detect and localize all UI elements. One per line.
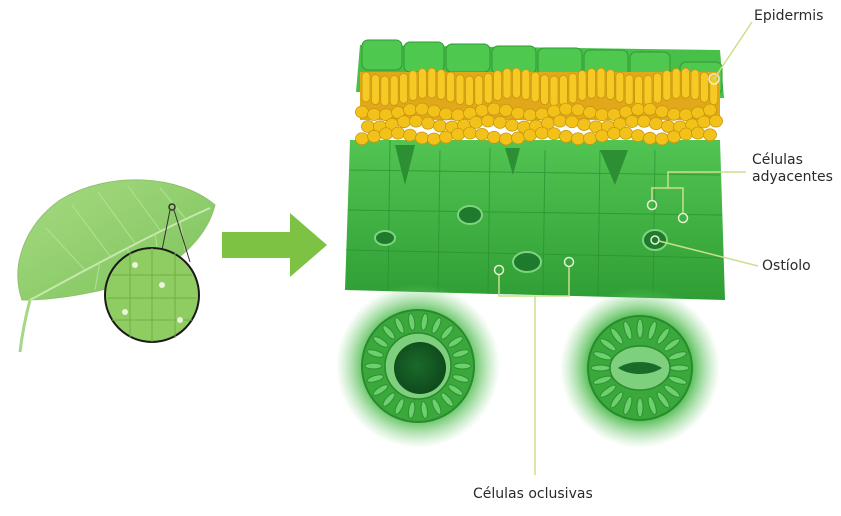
stoma-closed: [560, 288, 720, 448]
label-celulas-adyacentes: Células adyacentes: [752, 152, 833, 186]
arrow-icon: [222, 213, 327, 277]
label-celulas-oclusivas: Células oclusivas: [473, 486, 593, 503]
stoma-open: [336, 284, 500, 448]
label-adyacentes-line2: adyacentes: [752, 169, 833, 186]
label-ostiolo: Ostíolo: [762, 258, 811, 275]
leaf-cross-section: [345, 40, 725, 300]
leaf-illustration: [18, 180, 215, 352]
label-epidermis: Epidermis: [754, 8, 823, 25]
label-adyacentes-line1: Células: [752, 152, 833, 169]
